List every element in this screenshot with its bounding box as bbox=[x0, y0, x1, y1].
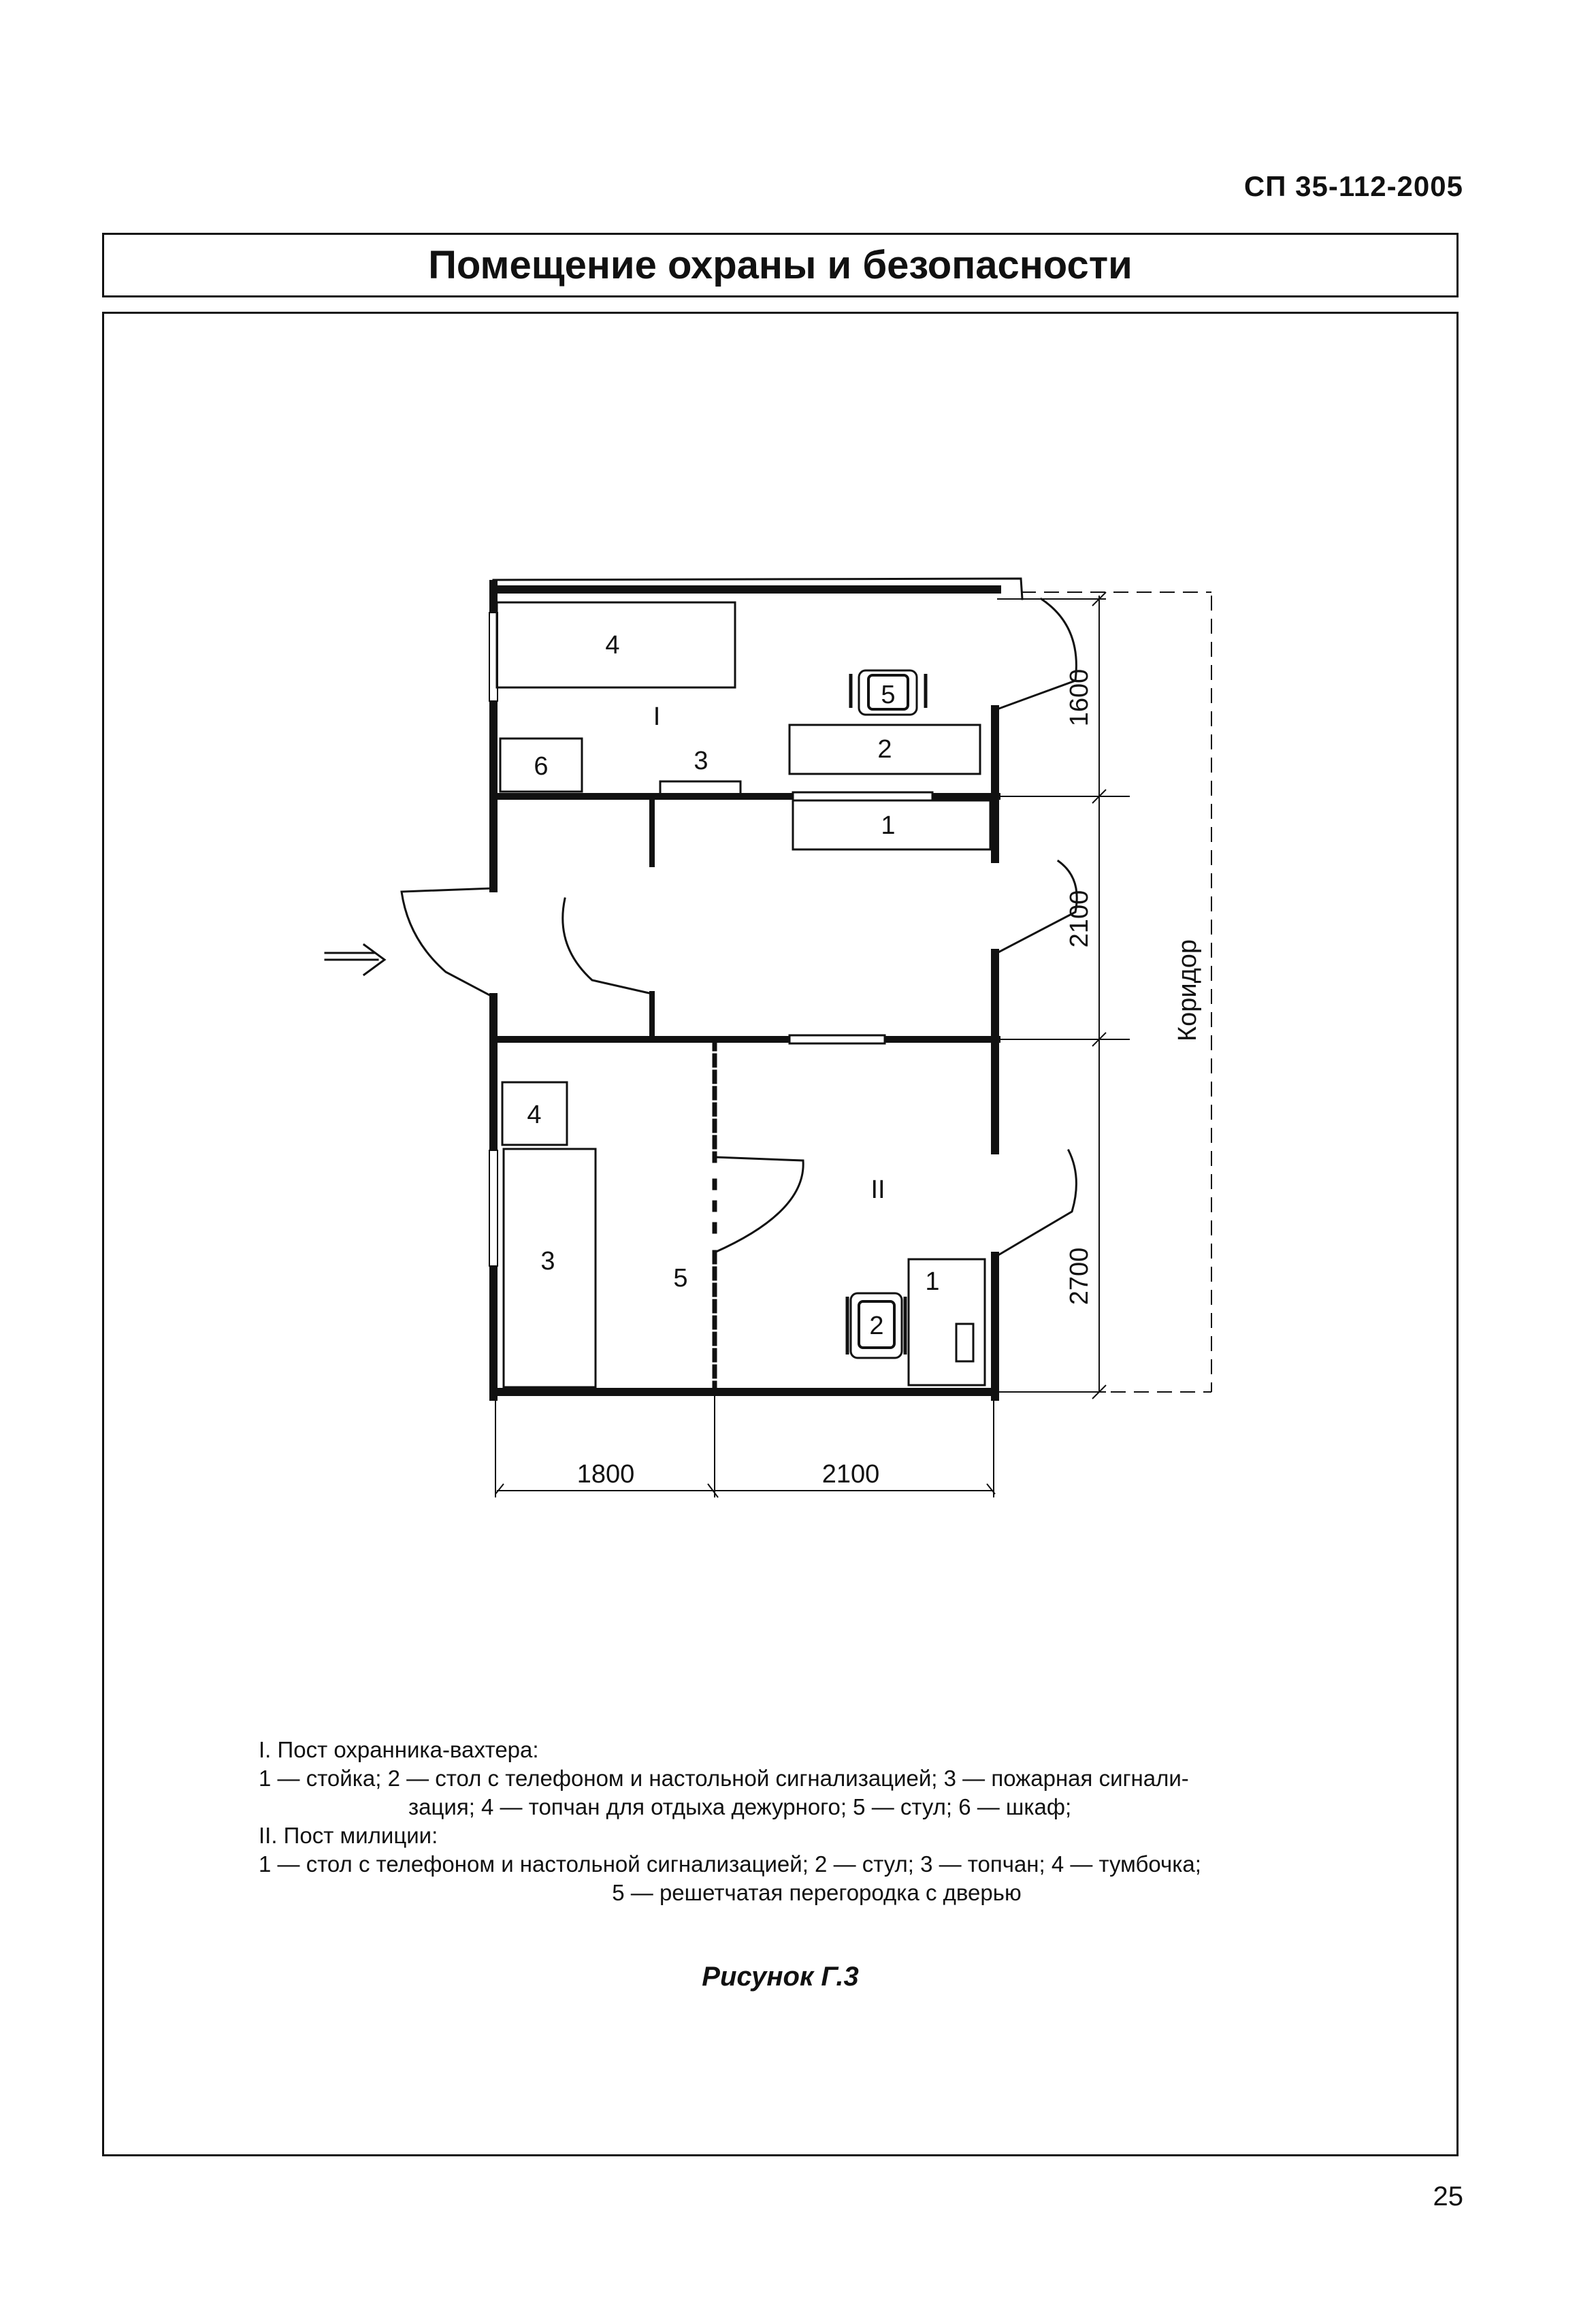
room1-desk bbox=[788, 724, 981, 775]
room1-item-3: 3 bbox=[694, 747, 708, 775]
dim-vertical-1600: 1600 bbox=[1065, 669, 1094, 727]
room2-label: II bbox=[870, 1175, 885, 1204]
window-left-room2 bbox=[489, 1150, 498, 1267]
room1-item-1: 1 bbox=[881, 811, 895, 840]
room1-chair bbox=[849, 669, 928, 716]
room1-cabinet bbox=[499, 737, 583, 793]
section-title: Помещение охраны и безопасности bbox=[428, 243, 1133, 287]
door-room2-corridor bbox=[995, 1148, 1077, 1258]
section-title-box: Помещение охраны и безопасности bbox=[102, 233, 1459, 297]
room2-desk bbox=[907, 1258, 986, 1386]
door-corridor-vestibule bbox=[995, 859, 1078, 955]
entrance-door-outer bbox=[400, 887, 495, 999]
room2-nightstand bbox=[501, 1081, 568, 1146]
room2-item-4: 4 bbox=[527, 1101, 541, 1129]
entrance-arrow bbox=[324, 943, 387, 977]
dim-horizontal-1800: 1800 bbox=[577, 1460, 635, 1489]
legend-line-4: II. Пост милиции: bbox=[259, 1823, 438, 1848]
figure-legend: I. Пост охранника-вахтера: 1 — стойка; 2… bbox=[259, 1736, 1375, 1907]
content-frame bbox=[102, 312, 1459, 2156]
room2-item-2: 2 bbox=[869, 1312, 883, 1340]
dim-arrows-horizontal bbox=[495, 1483, 996, 1498]
window-room1-bottom bbox=[792, 791, 934, 802]
figure-caption: Рисунок Г.3 bbox=[702, 1962, 859, 1992]
dim-vertical-2100: 2100 bbox=[1065, 890, 1094, 948]
room2-couch bbox=[502, 1148, 597, 1389]
room1-item-5: 5 bbox=[881, 681, 895, 709]
legend-line-5: 1 — стол с телефоном и настольной сигнал… bbox=[259, 1851, 1201, 1877]
room1-item-4: 4 bbox=[605, 631, 619, 660]
room1-couch bbox=[495, 601, 736, 689]
room1-counter bbox=[792, 799, 992, 851]
room1-label: I bbox=[653, 702, 661, 731]
corridor-label: Коридор bbox=[1173, 939, 1202, 1041]
room2-item-3: 3 bbox=[540, 1247, 555, 1276]
page-number: 25 bbox=[1433, 2182, 1464, 2211]
dim-arrows-vertical bbox=[1092, 591, 1107, 1399]
room2-inner-door bbox=[713, 1156, 804, 1254]
corridor-boundary bbox=[995, 591, 1212, 1393]
door-room1-corridor bbox=[996, 597, 1077, 711]
legend-line-2: 1 — стойка; 2 — стол с телефоном и насто… bbox=[259, 1766, 1189, 1791]
room2-item-1: 1 bbox=[925, 1267, 939, 1296]
legend-line-6: 5 — решетчатая перегородка с дверью bbox=[612, 1880, 1022, 1905]
room2-chair bbox=[845, 1292, 907, 1359]
room1-item-2: 2 bbox=[877, 735, 892, 764]
room1-fire-alarm bbox=[659, 780, 742, 798]
room1-item-6: 6 bbox=[534, 752, 548, 781]
legend-line-3: зация; 4 — топчан для отдыха дежурного; … bbox=[408, 1794, 1072, 1819]
entrance-door-inner bbox=[561, 897, 653, 995]
dim-vertical-2700: 2700 bbox=[1065, 1248, 1094, 1306]
room2-desk-detail bbox=[955, 1323, 975, 1363]
room2-item-5: 5 bbox=[673, 1264, 687, 1293]
dim-ext-horizontal bbox=[495, 1395, 994, 1497]
window-room2-top bbox=[788, 1034, 886, 1045]
document-code: СП 35-112-2005 bbox=[1243, 170, 1463, 202]
legend-line-1: I. Пост охранника-вахтера: bbox=[259, 1737, 539, 1762]
dim-tick-1 bbox=[997, 598, 1130, 1393]
dim-horizontal-2100: 2100 bbox=[822, 1460, 880, 1489]
